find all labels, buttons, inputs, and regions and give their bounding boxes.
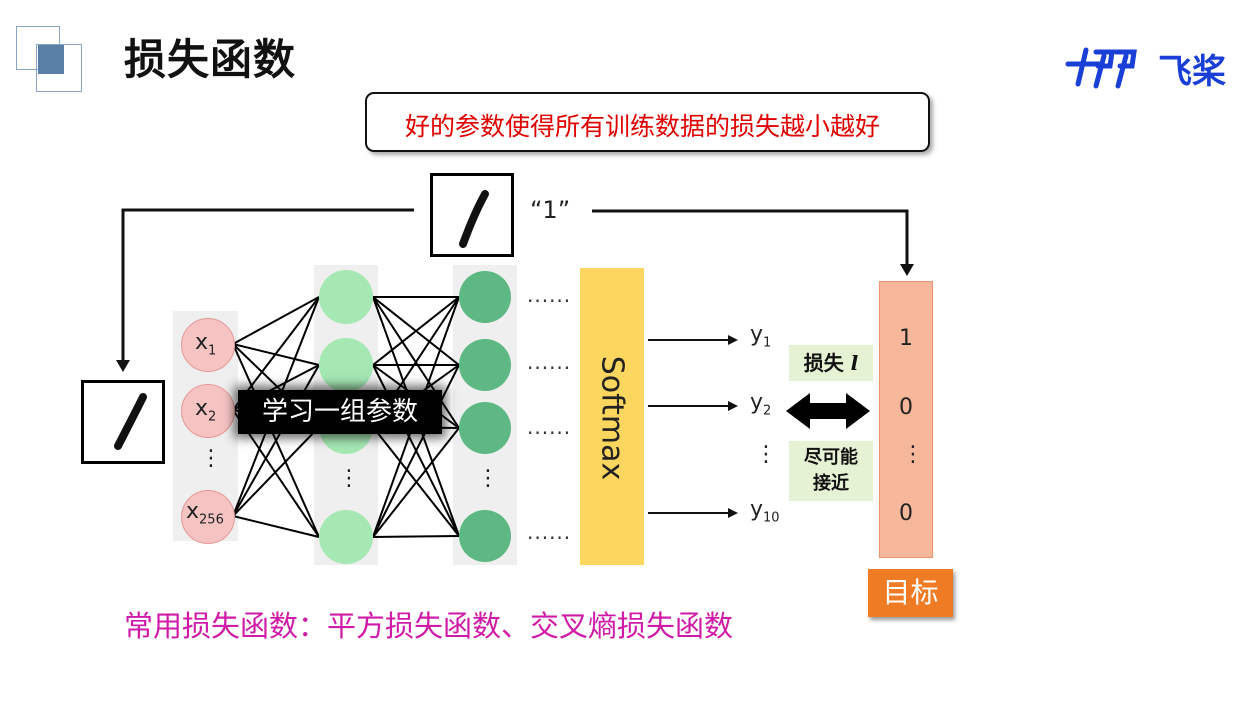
principle-text: 好的参数使得所有训练数据的损失越小越好 [405, 112, 881, 141]
ellipsis-row-4: ...... [527, 520, 572, 544]
hidden1-node-2 [319, 338, 373, 392]
input-vertical-ellipsis: ⋮ [200, 446, 222, 471]
input-label-3: x256 [186, 499, 224, 528]
hidden2-node-1 [459, 271, 511, 323]
target-label: 目标 [868, 569, 953, 617]
target-value-1: 1 [899, 326, 913, 351]
paddle-logo-icon [1065, 47, 1137, 89]
hidden1-hidden2-edge-13 [372, 364, 460, 538]
digit-image-left [81, 380, 165, 464]
output-label-3: y10 [750, 497, 780, 526]
output-arrows [648, 339, 732, 514]
hidden2-node-4 [459, 510, 511, 562]
hidden2-node-2 [459, 339, 511, 391]
image-label: “1” [530, 196, 571, 224]
target-vertical-ellipsis: ⋮ [902, 442, 924, 467]
double-arrow-icon [786, 393, 870, 429]
hidden1-vertical-ellipsis: ⋮ [338, 466, 360, 491]
approach-tag-line1: 尽可能 [804, 447, 858, 468]
output-label-2: y2 [750, 390, 772, 419]
ellipsis-row-3: ...... [527, 415, 572, 439]
loss-symbol: l [850, 351, 859, 375]
target-vector [879, 281, 933, 558]
hidden1-hidden2-edge-15 [372, 535, 460, 538]
brand-name: 飞桨 [1158, 52, 1226, 92]
footer-loss-functions: 常用损失函数：平方损失函数、交叉熵损失函数 [124, 609, 734, 643]
hidden1-hidden2-edge-14 [372, 427, 460, 538]
ellipsis-row-1: ...... [527, 283, 572, 307]
principle-box [365, 92, 930, 152]
hidden1-node-4 [319, 510, 373, 564]
output-vertical-ellipsis: ⋮ [755, 442, 777, 467]
page-title: 损失函数 [124, 35, 297, 84]
approach-tag-line2: 接近 [813, 473, 849, 494]
output-arrowhead-2 [728, 401, 738, 411]
input-node-1 [181, 318, 235, 372]
hidden2-vertical-ellipsis: ⋮ [477, 466, 499, 491]
input-node-2 [181, 384, 235, 438]
input-node-3 [181, 490, 235, 544]
title-decoration-square-outline-2 [36, 44, 82, 92]
arrowhead-down-right [900, 264, 914, 276]
output-arrowhead-3 [728, 508, 738, 518]
target-value-2: 0 [899, 395, 913, 420]
hidden1-hidden2-edge-4 [372, 296, 460, 366]
output-arrowhead-1 [728, 335, 738, 345]
input-hidden1-edge-0 [232, 296, 320, 345]
title-decoration-square-filled [38, 44, 64, 74]
output-label-1: y1 [750, 322, 772, 351]
hidden2-node-3 [459, 402, 511, 454]
input-label-1: x1 [195, 330, 217, 359]
input-label-2: x2 [195, 396, 217, 425]
softmax-layer [580, 268, 644, 565]
digit-image-top [430, 173, 514, 257]
ellipsis-row-2: ...... [527, 350, 572, 374]
learn-parameters-label: 学习一组参数 [238, 390, 442, 434]
loss-tag: 损失 l [789, 345, 873, 381]
arrowhead-down-left [116, 360, 130, 372]
target-value-3: 0 [899, 501, 913, 526]
loss-tag-text: 损失 [803, 351, 844, 375]
input-hidden1-edge-10 [232, 426, 320, 517]
softmax-label: Softmax [594, 355, 630, 481]
approach-tag: 尽可能 接近 [789, 441, 873, 501]
connector-lines [121, 208, 909, 362]
input-hidden1-edge-11 [232, 515, 320, 538]
hidden1-node-1 [319, 270, 373, 324]
